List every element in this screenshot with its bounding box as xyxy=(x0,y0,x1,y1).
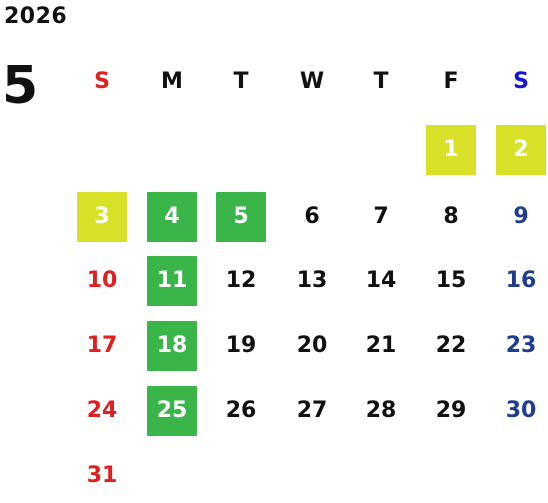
date-cell-27[interactable]: 27 xyxy=(296,398,328,423)
date-cell-20[interactable]: 20 xyxy=(296,333,328,358)
date-cell-31[interactable]: 31 xyxy=(86,463,118,488)
weekday-header-monday: M xyxy=(161,69,183,94)
date-cell-19[interactable]: 19 xyxy=(225,333,257,358)
date-cell-14[interactable]: 14 xyxy=(365,268,397,293)
weekday-header-friday: F xyxy=(443,69,459,94)
date-cell-21[interactable]: 21 xyxy=(365,333,397,358)
date-cell-12[interactable]: 12 xyxy=(225,268,257,293)
date-cell-6[interactable]: 6 xyxy=(304,204,320,229)
date-cell-26[interactable]: 26 xyxy=(225,398,257,423)
date-cell-28[interactable]: 28 xyxy=(365,398,397,423)
date-cell-10[interactable]: 10 xyxy=(86,268,118,293)
weekday-header-saturday: S xyxy=(513,69,529,94)
month-label: 5 xyxy=(2,56,39,116)
date-cell-16[interactable]: 16 xyxy=(505,268,537,293)
date-cell-15[interactable]: 15 xyxy=(435,268,467,293)
date-cell-24[interactable]: 24 xyxy=(86,398,118,423)
date-cell-30[interactable]: 30 xyxy=(505,398,537,423)
weekday-header-sunday: S xyxy=(94,69,110,94)
date-cell-1[interactable]: 1 xyxy=(426,125,476,175)
date-cell-23[interactable]: 23 xyxy=(505,333,537,358)
weekday-header-tuesday: T xyxy=(233,69,249,94)
date-cell-18[interactable]: 18 xyxy=(147,321,197,371)
year-label: 2026 xyxy=(4,4,68,29)
date-cell-9[interactable]: 9 xyxy=(513,204,529,229)
date-cell-11[interactable]: 11 xyxy=(147,256,197,306)
date-cell-22[interactable]: 22 xyxy=(435,333,467,358)
weekday-header-row: S M T W T F S xyxy=(0,66,548,98)
date-cell-13[interactable]: 13 xyxy=(296,268,328,293)
date-cell-3[interactable]: 3 xyxy=(77,192,127,242)
date-cell-4[interactable]: 4 xyxy=(147,192,197,242)
date-cell-25[interactable]: 25 xyxy=(147,386,197,436)
date-cell-8[interactable]: 8 xyxy=(443,204,459,229)
date-cell-29[interactable]: 29 xyxy=(435,398,467,423)
weekday-header-wednesday: W xyxy=(299,69,325,94)
date-cell-17[interactable]: 17 xyxy=(86,333,118,358)
date-cell-7[interactable]: 7 xyxy=(373,204,389,229)
date-cell-5[interactable]: 5 xyxy=(216,192,266,242)
date-cell-2[interactable]: 2 xyxy=(496,125,546,175)
weekday-header-thursday: T xyxy=(373,69,389,94)
